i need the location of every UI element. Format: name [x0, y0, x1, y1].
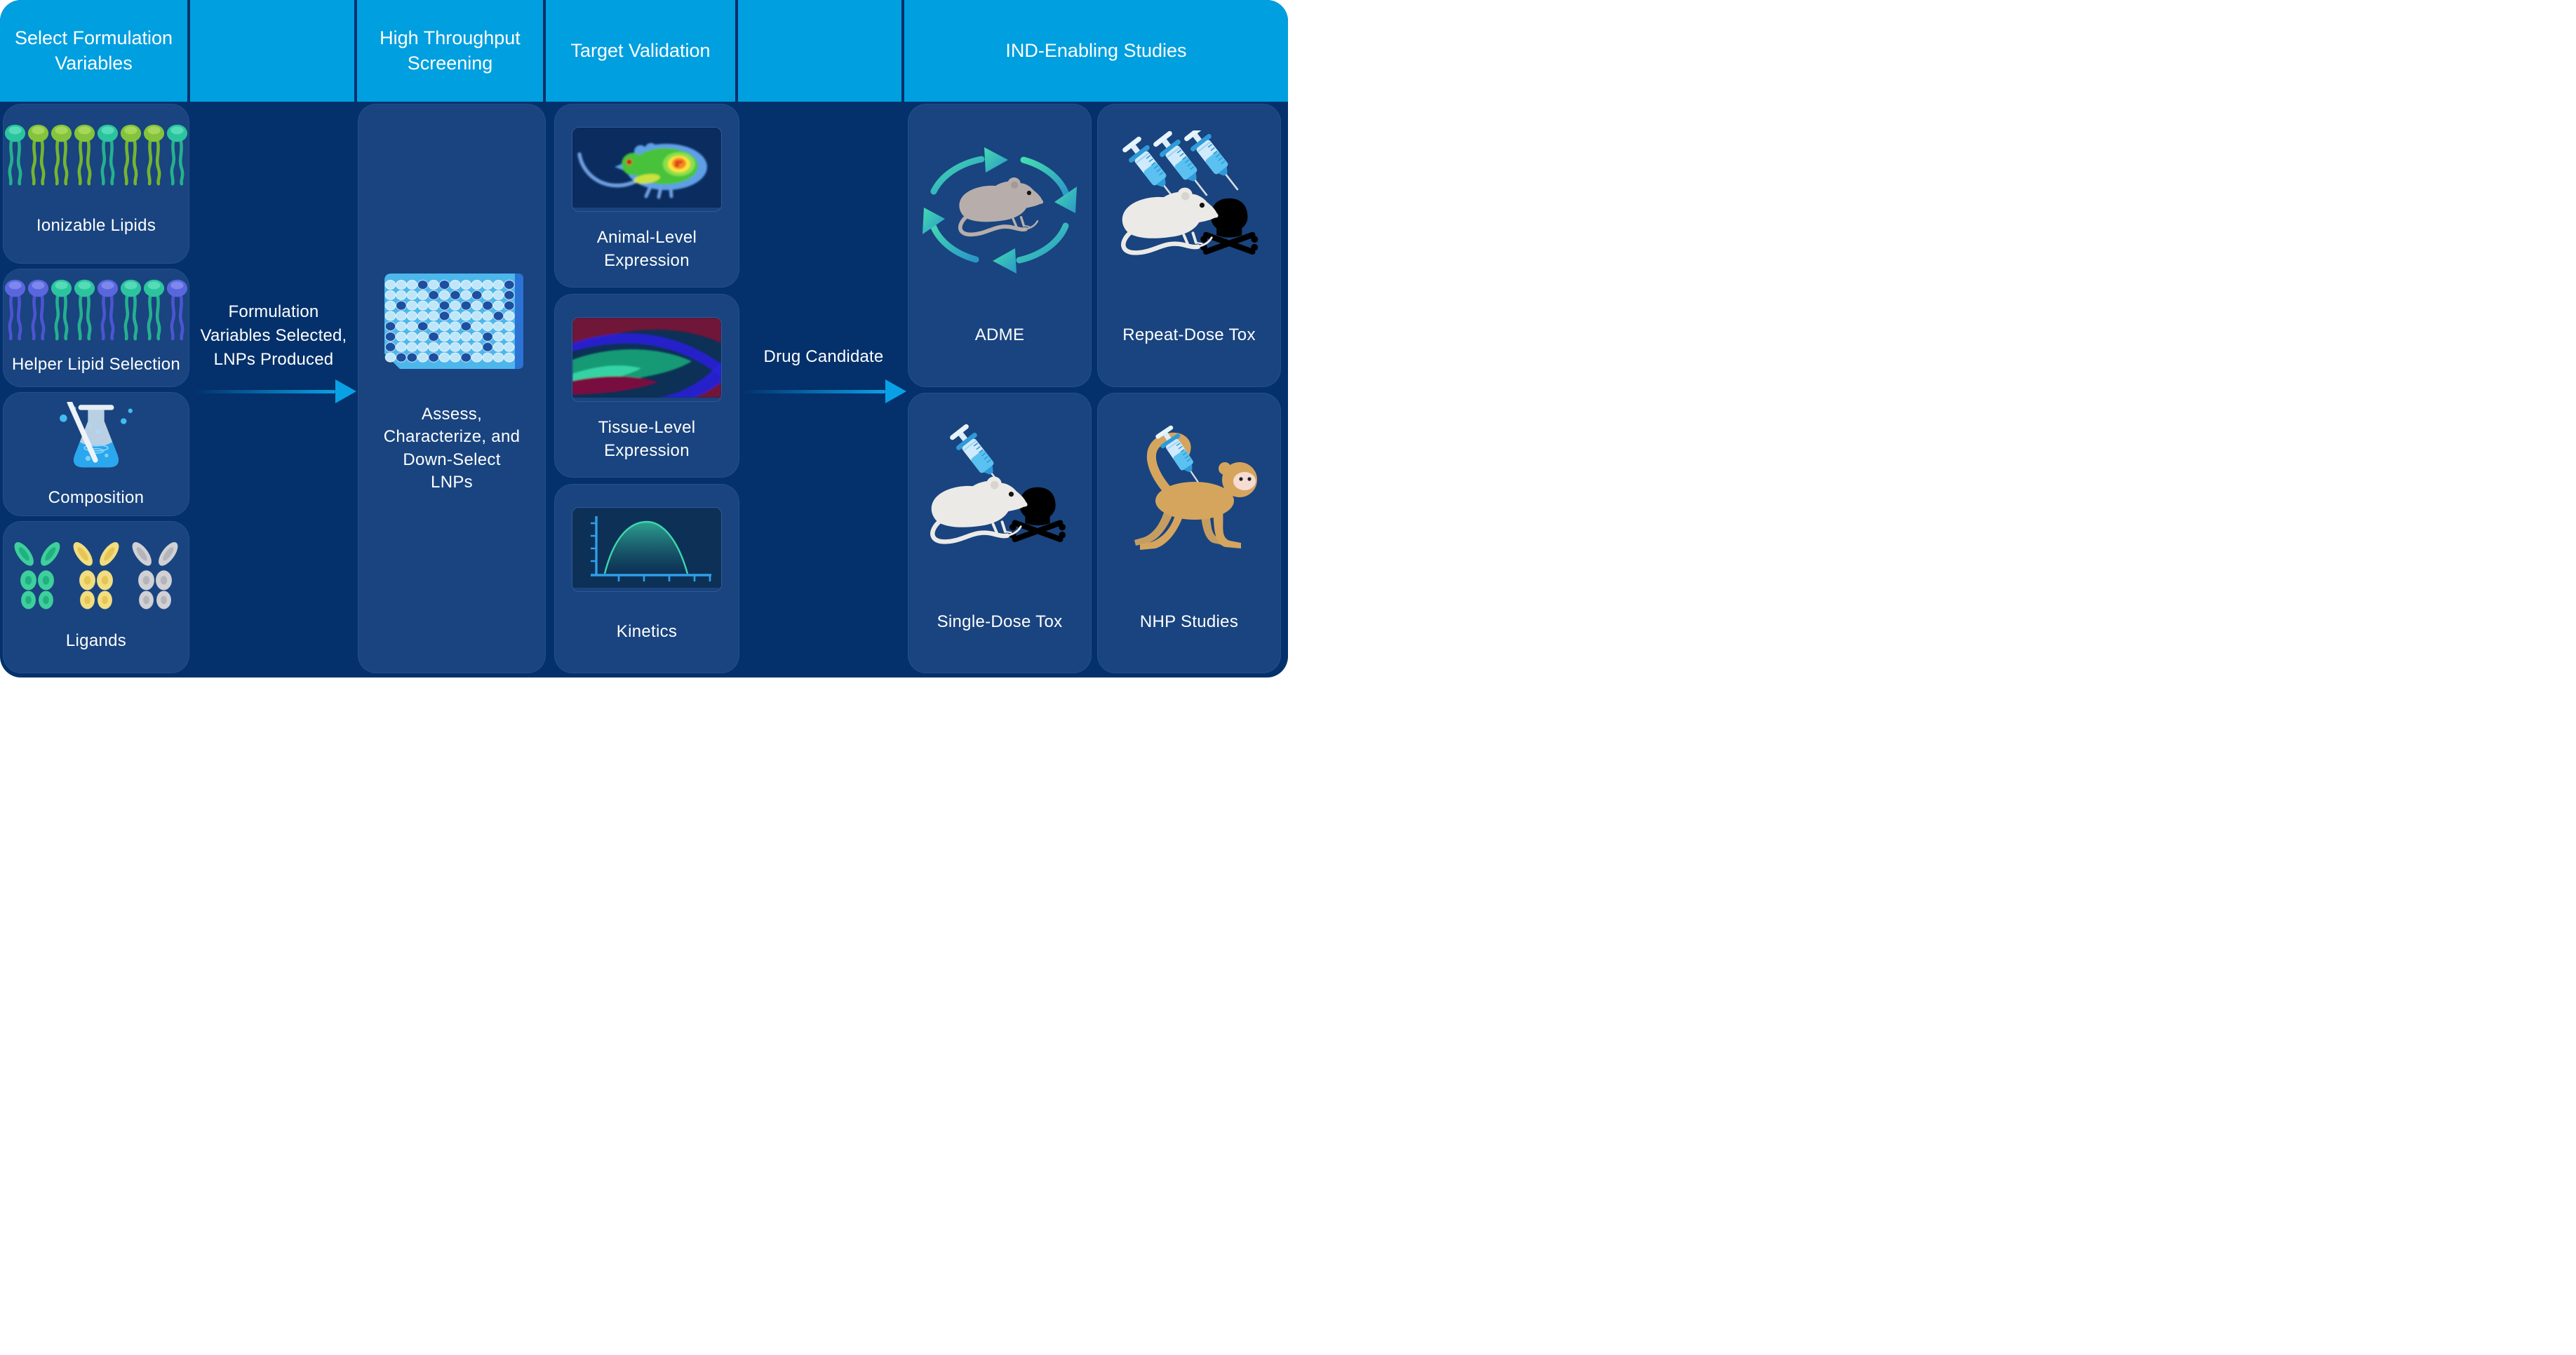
well-plate-icon [379, 272, 525, 374]
card-repeat-dose-tox: Repeat-Dose Tox [1097, 104, 1281, 387]
antibody-icon [14, 541, 60, 609]
card-ligands: Ligands [3, 521, 189, 673]
lipid-icon [143, 124, 165, 186]
lipid-icon [4, 124, 26, 186]
card-adme: ADME [908, 104, 1092, 387]
card-label-ionizable-lipids: Ionizable Lipids [36, 215, 156, 235]
lipid-icon [97, 279, 119, 341]
header-spacer-2 [738, 0, 904, 102]
helper-lipid-icons [4, 277, 188, 343]
header-label: Select Formulation Variables [14, 27, 173, 74]
header-target-validation: Target Validation [546, 0, 738, 102]
header-high-throughput-screening: High Throughput Screening [357, 0, 546, 102]
drug-candidate-arrow-line [742, 390, 885, 393]
single-dose-mouse-syringe-icon [914, 421, 1085, 572]
header-band: Select Formulation Variables High Throug… [0, 0, 1288, 102]
card-label-single-dose-tox: Single-Dose Tox [937, 612, 1063, 632]
lipid-icon [97, 124, 119, 186]
card-animal-level-expression: Animal-Level Expression [554, 104, 739, 288]
lipid-icon [27, 279, 49, 341]
card-ionizable-lipids: Ionizable Lipids [3, 104, 189, 264]
connector-drug-candidate-text: Drug Candidate [763, 347, 884, 366]
card-helper-lipid-selection: Helper Lipid Selection [3, 269, 189, 387]
card-label-animal-expression: Animal-Level Expression [596, 228, 697, 270]
lipid-icon [74, 124, 95, 186]
header-select-formulation-variables: Select Formulation Variables [0, 0, 190, 102]
repeat-dose-mouse-syringes-icon [1103, 122, 1275, 284]
card-label-ligands: Ligands [65, 631, 127, 651]
ionizable-lipid-icons [4, 122, 188, 188]
card-nhp-studies: NHP Studies [1097, 393, 1281, 673]
card-label-kinetics: Kinetics [616, 622, 678, 642]
antibody-icon [132, 541, 178, 609]
card-label-tissue-expression: Tissue-Level Expression [598, 418, 696, 460]
card-tissue-level-expression: Tissue-Level Expression [554, 294, 739, 478]
header-label: IND-Enabling Studies [1005, 39, 1187, 61]
monkey-syringe-icon [1105, 417, 1273, 572]
card-label-screening: Assess, Characterize, and Down-Select LN… [383, 405, 521, 492]
lipid-icon [143, 279, 165, 341]
adme-cycle-mouse-icon [914, 140, 1085, 284]
formulation-arrow-line [195, 390, 335, 393]
card-high-throughput-screening: Assess, Characterize, and Down-Select LN… [358, 104, 546, 673]
drug-candidate-arrow-head [885, 379, 906, 403]
lipid-icon [74, 279, 95, 341]
lipid-icon [51, 124, 72, 186]
lipid-icon [120, 279, 142, 341]
lipid-icon [166, 279, 188, 341]
formulation-arrow-head [335, 379, 356, 403]
card-label-nhp-studies: NHP Studies [1139, 612, 1239, 632]
animal-heatmap-image [572, 128, 721, 211]
lnp-pipeline-diagram: Select Formulation Variables High Throug… [0, 0, 1288, 678]
card-kinetics: Kinetics [554, 484, 739, 673]
header-ind-enabling-studies: IND-Enabling Studies [904, 0, 1288, 102]
connector-formulation-text: Formulation Variables Selected, LNPs Pro… [200, 302, 347, 370]
ligand-antibody-icons [11, 539, 181, 609]
card-composition: Composition [3, 392, 189, 516]
lipid-icon [120, 124, 142, 186]
lipid-icon [4, 279, 26, 341]
lipid-icon [51, 279, 72, 341]
header-label: High Throughput Screening [380, 27, 521, 74]
antibody-icon [73, 541, 119, 609]
card-single-dose-tox: Single-Dose Tox [908, 393, 1092, 673]
kinetics-chart-image [572, 508, 721, 591]
card-label-composition: Composition [48, 487, 145, 507]
lipid-icon [27, 124, 49, 186]
flask-icon [51, 399, 141, 480]
card-label-helper-lipid-selection: Helper Lipid Selection [11, 355, 181, 375]
tissue-fluorescence-image [572, 318, 721, 401]
header-label: Target Validation [570, 39, 711, 61]
card-label-adme: ADME [974, 325, 1025, 345]
lipid-icon [166, 124, 188, 186]
header-spacer-1 [190, 0, 357, 102]
card-label-repeat-dose-tox: Repeat-Dose Tox [1122, 325, 1256, 345]
